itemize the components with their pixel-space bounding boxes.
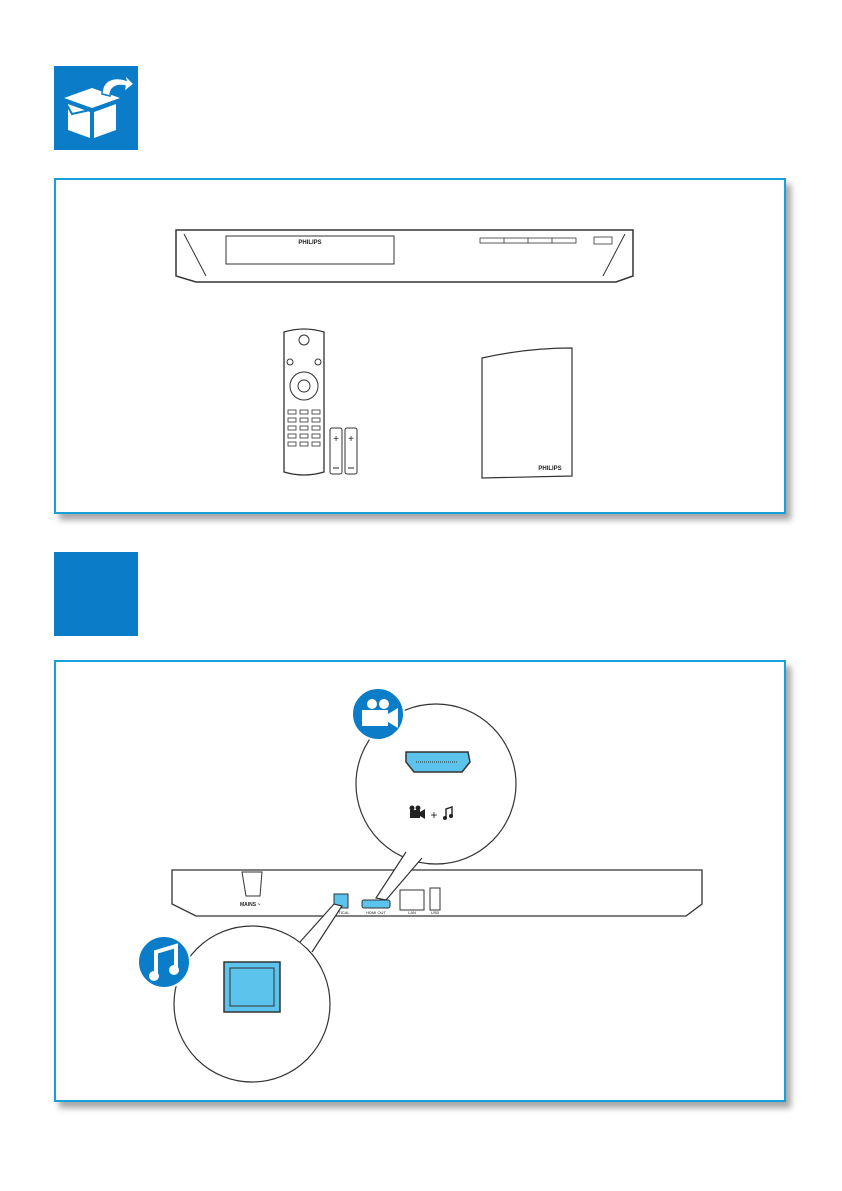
open-box-icon — [54, 66, 138, 150]
step-1-badge — [54, 66, 138, 150]
connection-panel: MAINS ~ OPTICAL HDMI OUT LAN USB + — [54, 660, 786, 1102]
plus-sign: + — [430, 808, 437, 822]
blu-ray-player-rear: MAINS ~ OPTICAL HDMI OUT LAN USB — [172, 870, 702, 916]
svg-text:+: + — [333, 434, 339, 445]
box-contents-panel: PHILIPS + — [54, 178, 786, 514]
player-brand-label: PHILIPS — [298, 240, 321, 246]
lan-label: LAN — [408, 910, 416, 915]
svg-text:+: + — [348, 434, 354, 445]
blu-ray-player-front: PHILIPS — [176, 230, 633, 282]
hdmi-label: HDMI OUT — [366, 910, 386, 915]
batteries: + + — [330, 428, 357, 474]
step-2-badge — [54, 552, 138, 636]
manual-brand-label: PHILIPS — [538, 466, 561, 472]
user-manual: PHILIPS — [482, 348, 572, 478]
optical-callout — [174, 904, 342, 1082]
music-note-badge — [138, 936, 190, 988]
usb-label: USB — [431, 910, 440, 915]
mains-label: MAINS ~ — [240, 902, 261, 908]
remote-control — [284, 329, 324, 475]
video-camera-badge — [352, 688, 404, 740]
